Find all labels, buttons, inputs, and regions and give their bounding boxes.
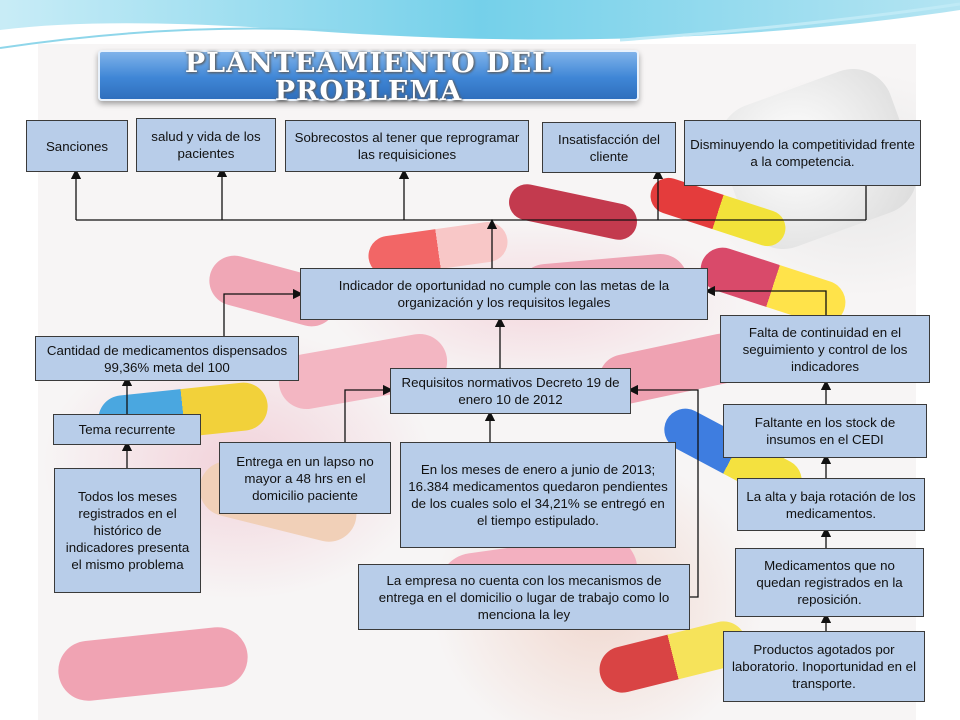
title-banner: PLANTEAMIENTO DEL PROBLEMA [98,50,639,106]
cause-empresa-mecanismos: La empresa no cuenta con los mecanismos … [358,564,690,630]
effect-insatisfaccion: Insatisfacción del cliente [542,122,676,173]
cause-falta-continuidad: Falta de continuidad en el seguimiento y… [720,315,930,383]
pill-decoration [505,180,641,244]
slide-title: PLANTEAMIENTO DEL PROBLEMA [184,48,553,107]
pill-decoration [55,624,251,704]
cause-tema-recurrente: Tema recurrente [53,414,201,445]
effect-sanciones: Sanciones [26,120,128,172]
cause-no-registrados: Medicamentos que no quedan registrados e… [735,548,924,617]
central-problem: Indicador de oportunidad no cumple con l… [300,268,708,320]
cause-requisitos-normativos: Requisitos normativos Decreto 19 de ener… [390,368,631,414]
effect-salud-pacientes: salud y vida de los pacientes [136,118,276,172]
cause-entrega-48hrs: Entrega en un lapso no mayor a 48 hrs en… [219,442,391,514]
cause-productos-agotados: Productos agotados por laboratorio. Inop… [723,631,925,702]
cause-cantidad-medicamentos: Cantidad de medicamentos dispensados 99,… [35,336,299,381]
cause-todos-meses: Todos los meses registrados en el histór… [54,468,201,593]
cause-alta-baja-rotacion: La alta y baja rotación de los medicamen… [737,478,925,531]
top-wave-decoration [0,0,960,49]
cause-meses-enero-junio: En los meses de enero a junio de 2013; 1… [400,442,676,548]
effect-competitividad: Disminuyendo la competitividad frente a … [684,120,921,186]
effect-sobrecostos: Sobrecostos al tener que reprogramar las… [285,120,529,172]
cause-faltante-stock: Faltante en los stock de insumos en el C… [723,404,927,458]
